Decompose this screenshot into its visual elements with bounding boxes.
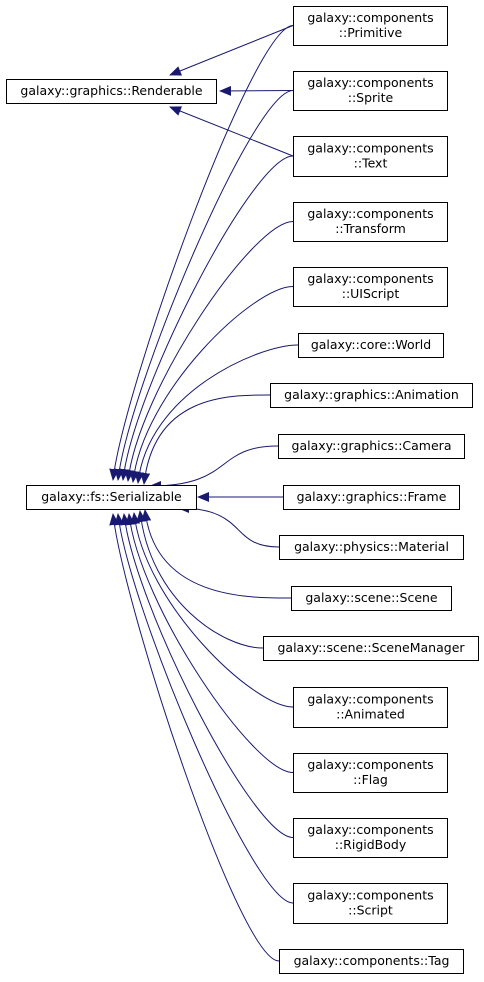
node-scenemanager-label-0: galaxy::scene::SceneManager [277,640,465,655]
node-uiscript-box [293,267,448,307]
node-text[interactable]: galaxy::components::Text [293,136,448,177]
node-sprite-label-0: galaxy::components [307,75,433,90]
edge-primitive-to-serializable [109,25,294,481]
node-camera-box [278,434,465,459]
node-primitive-label-1: ::Primitive [339,25,403,40]
node-frame-label-0: galaxy::graphics::Frame [297,489,447,504]
node-material-box [279,535,464,560]
edge-flag-to-serializable [125,513,294,773]
node-sprite[interactable]: galaxy::components::Sprite [293,71,448,111]
node-uiscript-label-0: galaxy::components [307,271,433,286]
node-animated-label-1: ::Animated [336,707,405,722]
node-sprite-label-1: ::Sprite [348,90,394,105]
node-camera[interactable]: galaxy::graphics::Camera [278,434,465,459]
node-primitive-label-0: galaxy::components [307,10,433,25]
node-animation-box [270,383,473,408]
node-text-label-1: ::Text [354,156,388,171]
node-animation-label-0: galaxy::graphics::Animation [284,387,459,402]
node-world[interactable]: galaxy::core::World [298,333,444,358]
node-script-label-0: galaxy::components [307,888,433,903]
node-tag[interactable]: galaxy::components::Tag [279,949,464,974]
node-text-box [293,136,448,177]
edge-tag-to-serializable [109,513,280,962]
node-frame-box [283,485,460,510]
node-frame[interactable]: galaxy::graphics::Frame [283,485,460,510]
node-transform-label-1: ::Transform [335,221,406,236]
node-serializable-label-0: galaxy::fs::Serializable [41,489,182,504]
edge-transform-to-serializable [124,221,294,482]
node-animated-label-0: galaxy::components [307,692,433,707]
node-primitive-box [293,6,448,46]
edge-material-to-serializable [177,503,280,548]
node-material[interactable]: galaxy::physics::Material [279,535,464,560]
node-scene-box [291,586,452,611]
node-flag[interactable]: galaxy::components::Flag [293,753,448,793]
node-transform-label-0: galaxy::components [307,206,433,221]
edge-scene-to-serializable [141,509,292,599]
node-serializable-box [26,485,197,510]
edge-text-to-serializable [119,155,294,481]
node-uiscript-label-1: ::UIScript [342,286,400,301]
node-transform[interactable]: galaxy::components::Transform [293,202,448,242]
node-sprite-box [293,71,448,111]
node-primitive[interactable]: galaxy::components::Primitive [293,6,448,46]
node-scene[interactable]: galaxy::scene::Scene [291,586,452,611]
node-scene-label-0: galaxy::scene::Scene [305,590,438,605]
node-flag-label-1: ::Flag [353,772,388,787]
node-world-label-0: galaxy::core::World [311,337,431,352]
node-text-label-0: galaxy::components [307,141,433,156]
edge-animated-to-serializable [130,512,294,708]
node-renderable[interactable]: galaxy::graphics::Renderable [6,79,217,104]
node-renderable-label-0: galaxy::graphics::Renderable [20,83,202,98]
edge-scenemanager-to-serializable [136,510,264,649]
node-scenemanager-box [263,636,479,661]
node-animated[interactable]: galaxy::components::Animated [293,687,448,728]
edges-layer [109,25,299,962]
node-flag-label-0: galaxy::components [307,757,433,772]
edge-world-to-serializable [134,344,299,484]
edge-primitive-to-renderable [169,25,294,76]
node-scenemanager[interactable]: galaxy::scene::SceneManager [263,636,479,661]
node-animation[interactable]: galaxy::graphics::Animation [270,383,473,408]
edge-animation-to-serializable [140,394,271,485]
node-camera-label-0: galaxy::graphics::Camera [292,438,452,453]
node-script-label-1: ::Script [348,903,393,918]
edge-sprite-to-renderable [219,85,294,96]
node-animated-box [293,687,448,728]
node-rigidbody[interactable]: galaxy::components::RigidBody [293,818,448,858]
node-rigidbody-label-1: ::RigidBody [335,837,407,852]
node-material-label-0: galaxy::physics::Material [294,539,449,554]
node-rigidbody-box [293,818,448,858]
node-serializable[interactable]: galaxy::fs::Serializable [26,485,197,510]
edge-uiscript-to-serializable [129,286,294,483]
edge-script-to-serializable [114,513,294,904]
edge-rigidbody-to-serializable [120,513,294,838]
node-rigidbody-label-0: galaxy::components [307,822,433,837]
node-script-box [293,883,448,924]
node-script[interactable]: galaxy::components::Script [293,883,448,924]
node-transform-box [293,202,448,242]
node-uiscript[interactable]: galaxy::components::UIScript [293,267,448,307]
node-tag-box [279,949,464,974]
nodes-layer: galaxy::graphics::Renderablegalaxy::fs::… [6,6,479,974]
node-renderable-box [6,79,217,104]
node-flag-box [293,753,448,793]
edge-text-to-renderable [169,106,294,157]
node-world-box [298,333,444,358]
edge-camera-to-serializable [149,445,279,491]
edge-sprite-to-serializable [114,90,294,481]
node-tag-label-0: galaxy::components::Tag [294,953,450,968]
